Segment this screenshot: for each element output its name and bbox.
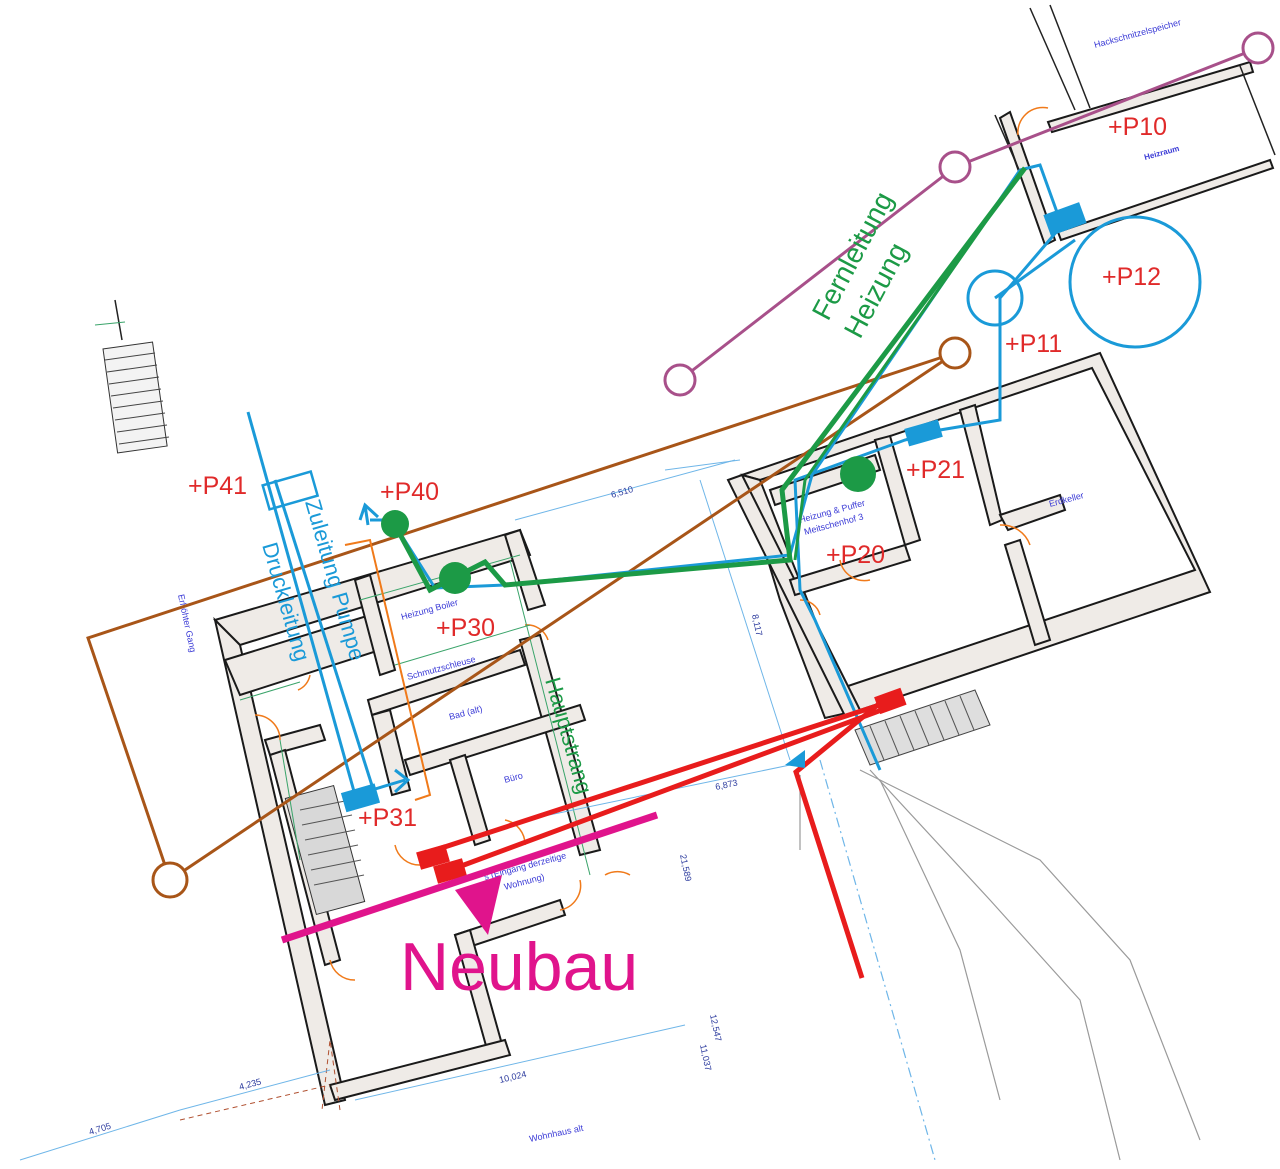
stairs-left bbox=[284, 784, 366, 916]
label-p21: +P21 bbox=[906, 456, 965, 484]
room-buero: Büro bbox=[503, 770, 524, 785]
blue-marker bbox=[785, 750, 805, 768]
p20-node bbox=[840, 456, 876, 492]
label-p12: +P12 bbox=[1102, 263, 1161, 291]
room-heizraum: Heizraum bbox=[1143, 144, 1180, 162]
dim-8117: 8,117 bbox=[750, 613, 764, 636]
p40-node bbox=[381, 510, 409, 538]
ground-node-west bbox=[151, 861, 189, 899]
dim-6510: 6,510 bbox=[610, 484, 634, 500]
dim-10024: 10,024 bbox=[498, 1069, 527, 1085]
p31-box bbox=[340, 783, 381, 813]
p12-circle bbox=[1068, 215, 1202, 349]
neubau-marker bbox=[280, 811, 659, 944]
p41-box bbox=[261, 470, 320, 511]
p21-box bbox=[904, 419, 943, 447]
dim-4705: 4,705 bbox=[88, 1121, 112, 1137]
label-p20: +P20 bbox=[826, 541, 885, 569]
dim-4235: 4,235 bbox=[238, 1076, 262, 1091]
dim-21589: 21,589 bbox=[678, 853, 694, 882]
terrain-lines bbox=[179, 759, 1201, 1161]
district-node-mid bbox=[938, 150, 972, 184]
building-right bbox=[726, 351, 1212, 720]
room-erdkeller: Erdkeller bbox=[1048, 490, 1085, 509]
label-p40: +P40 bbox=[380, 478, 439, 506]
district-node-west bbox=[663, 363, 697, 397]
label-p10: +P10 bbox=[1108, 113, 1167, 141]
p30-node bbox=[439, 562, 471, 594]
dim-6873: 6,873 bbox=[714, 777, 738, 791]
door-arcs bbox=[254, 106, 1049, 981]
room-bad-alt: Bad (alt) bbox=[448, 703, 483, 721]
heating-nodes bbox=[381, 456, 876, 594]
dim-12547: 12,547 bbox=[708, 1013, 724, 1042]
ground-node-east bbox=[938, 336, 972, 370]
stairs-small bbox=[94, 299, 170, 454]
ground-line bbox=[86, 336, 972, 899]
main-line bbox=[416, 687, 907, 979]
district-node-east bbox=[1241, 31, 1275, 65]
orange-line bbox=[344, 538, 432, 801]
blue-arrows bbox=[358, 502, 411, 794]
label-neubau: Neubau bbox=[400, 929, 638, 1005]
label-p41: +P41 bbox=[188, 472, 247, 500]
blue-boxes bbox=[340, 202, 1087, 813]
heating-line bbox=[392, 166, 1027, 594]
room-hackschnitzelspeicher: Hackschnitzelspeicher bbox=[1093, 17, 1182, 50]
district-line bbox=[663, 31, 1275, 397]
label-p30: +P30 bbox=[436, 614, 495, 642]
p11-circle bbox=[966, 269, 1024, 327]
label-p11: +P11 bbox=[1005, 330, 1062, 358]
room-wohnhaus-alt: Wohnhaus alt bbox=[528, 1123, 584, 1144]
p12-box bbox=[1043, 202, 1087, 236]
stairs-right bbox=[854, 689, 991, 766]
label-p31: +P31 bbox=[358, 804, 417, 832]
dim-11037: 11,037 bbox=[698, 1043, 713, 1071]
